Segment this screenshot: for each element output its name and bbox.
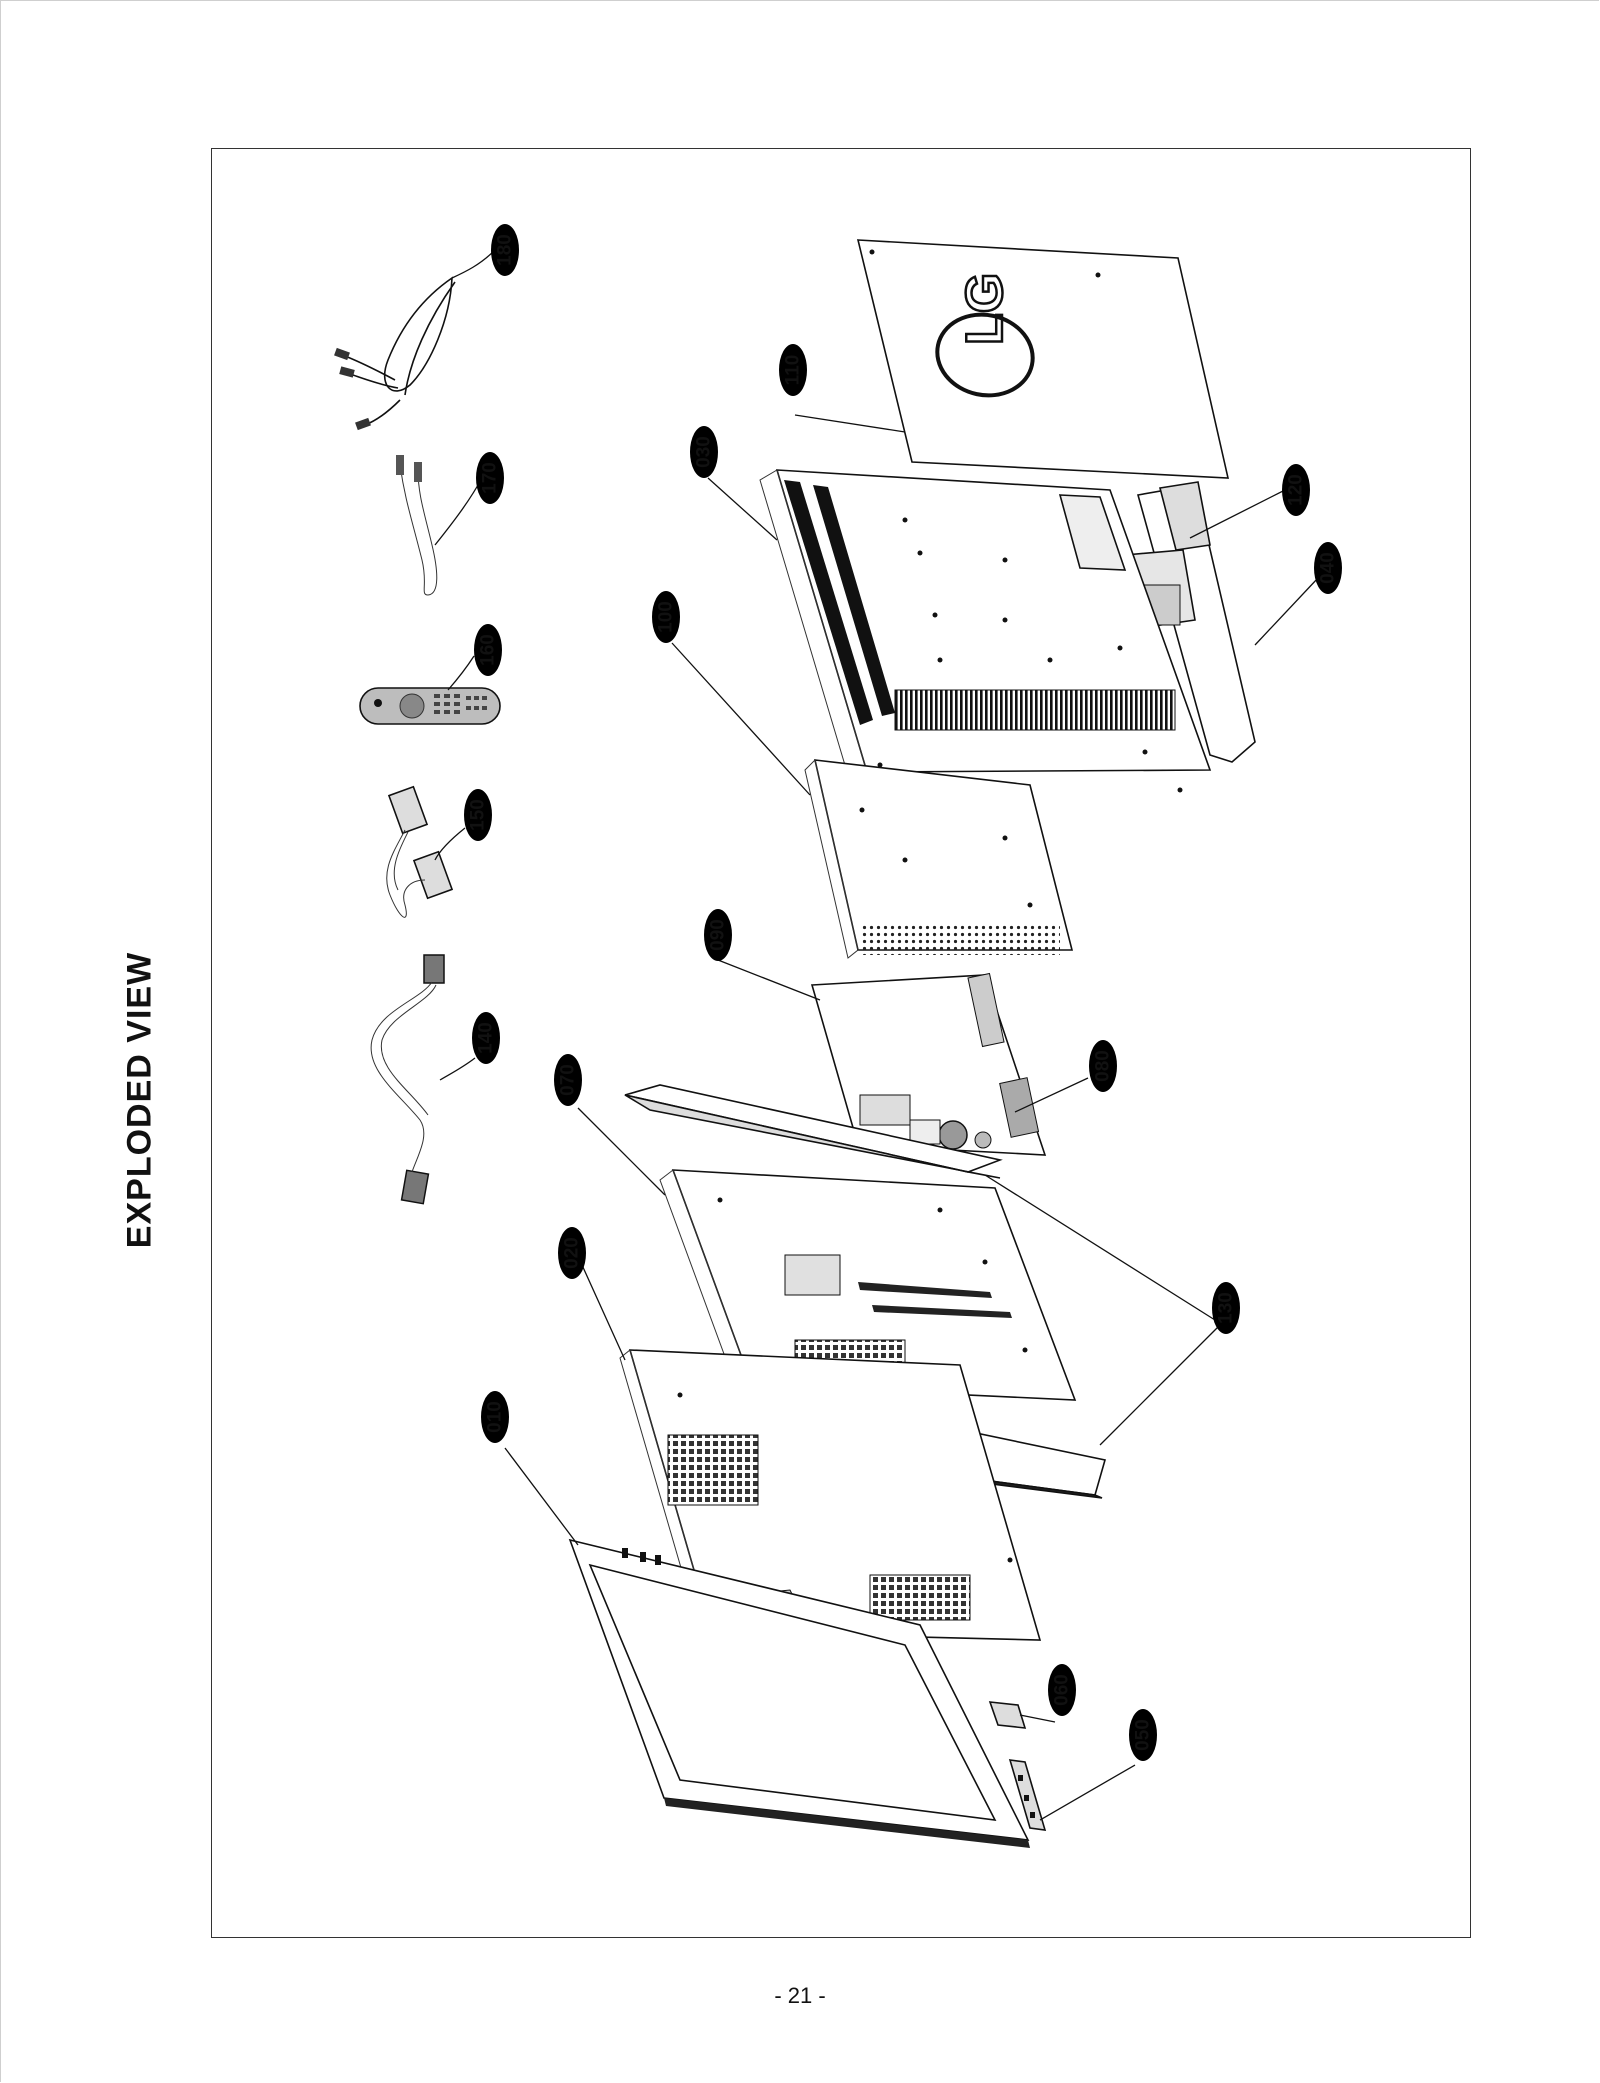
callout-180-label: 180 — [495, 234, 516, 266]
callout-170-label: 170 — [480, 462, 501, 494]
callout-020-label: 020 — [562, 1237, 583, 1269]
power-button-drawing — [988, 1701, 1027, 1729]
callout-090: 090 — [704, 909, 732, 961]
callout-170: 170 — [476, 452, 504, 504]
callout-040: 040 — [1314, 542, 1342, 594]
callout-070: 070 — [554, 1054, 582, 1106]
audio-cable-drawing — [396, 455, 438, 596]
callout-100: 100 — [652, 591, 680, 643]
dsub-cable-drawing — [386, 785, 454, 918]
callout-150: 150 — [464, 789, 492, 841]
speaker-top-drawing — [624, 1084, 1003, 1179]
callout-080-label: 080 — [1093, 1050, 1114, 1082]
callout-140: 140 — [472, 1012, 500, 1064]
callout-120-label: 120 — [1286, 474, 1307, 506]
callout-050: 050 — [1129, 1709, 1157, 1761]
remote-control-drawing — [359, 687, 501, 725]
control-button-drawing — [1008, 1759, 1047, 1831]
back-cover-drawing: LG — [856, 239, 1230, 479]
page-number: - 21 - — [774, 1983, 826, 2008]
callout-140-label: 140 — [476, 1022, 497, 1054]
callout-120: 120 — [1282, 464, 1310, 516]
callout-080: 080 — [1089, 1040, 1117, 1092]
callout-050-label: 050 — [1133, 1719, 1154, 1751]
callout-110-label: 110 — [783, 355, 804, 386]
rear-housing-drawing — [759, 469, 1212, 793]
callout-060-label: 060 — [1052, 1674, 1073, 1706]
callout-030-label: 030 — [694, 436, 715, 468]
callout-130-label: 130 — [1216, 1292, 1237, 1324]
lg-logo: LG — [956, 273, 1014, 345]
callout-160: 160 — [474, 624, 502, 676]
main-board-drawing — [810, 972, 1047, 1156]
callout-100-label: 100 — [656, 601, 677, 633]
power-cord-drawing — [370, 954, 445, 1205]
av-cable-drawing — [334, 276, 456, 431]
shield-case-drawing — [804, 759, 1074, 959]
callout-030: 030 — [690, 426, 718, 478]
front-chassis-drawing — [619, 1349, 1042, 1641]
callout-020: 020 — [558, 1227, 586, 1279]
callout-010-label: 010 — [485, 1401, 506, 1433]
callout-010: 010 — [481, 1391, 509, 1443]
front-bezel-drawing — [568, 1538, 1030, 1848]
diagram-frame — [211, 148, 1471, 1938]
callout-040-label: 040 — [1318, 552, 1339, 584]
callout-130: 130 — [1212, 1282, 1240, 1334]
callout-160-label: 160 — [478, 634, 499, 666]
callout-150-label: 150 — [468, 799, 489, 831]
callout-180: 180 — [491, 224, 519, 276]
callout-070-label: 070 — [558, 1064, 579, 1096]
callout-060: 060 — [1048, 1664, 1076, 1716]
callout-110: 110 — [779, 344, 807, 396]
callout-090-label: 090 — [708, 919, 729, 951]
